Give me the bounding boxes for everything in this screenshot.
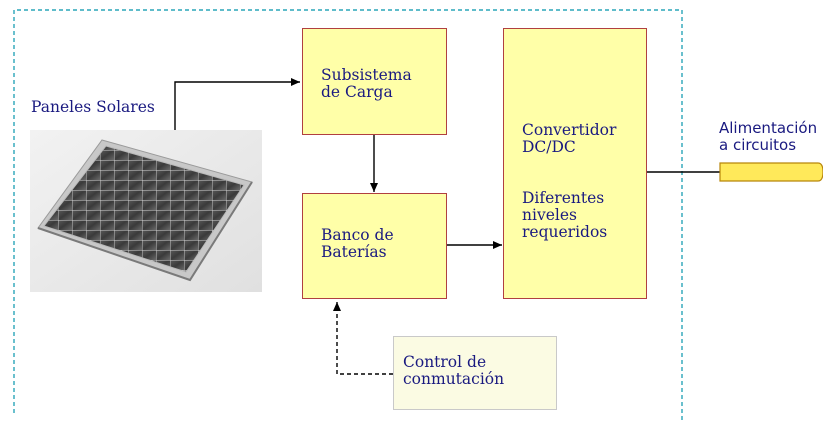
- dcdc-converter-block: Convertidor DC/DC Diferentes niveles req…: [503, 28, 647, 299]
- converter-subtitle: Diferentes niveles requeridos: [522, 189, 608, 241]
- battery-bank-block: Banco de Baterías: [302, 193, 447, 299]
- solar-panels-label: Paneles Solares: [31, 98, 155, 116]
- converter-title: Convertidor DC/DC: [522, 121, 617, 156]
- circuit-supply-label: Alimentación a circuitos: [719, 119, 818, 154]
- switching-control-label: Control de conmutación: [403, 353, 505, 388]
- solar-panel-photo: [30, 130, 262, 292]
- edge-panels-to-charge: [174, 78, 300, 140]
- charge-subsystem-block: Subsistema de Carga: [302, 28, 447, 135]
- battery-bank-label: Banco de Baterías: [321, 226, 394, 261]
- switching-control-block: Control de conmutación: [393, 336, 557, 410]
- edge-control-to-battery: [333, 302, 393, 375]
- output-plug-icon: [719, 162, 823, 182]
- system-boundary: [13, 9, 683, 420]
- charge-subsystem-label: Subsistema de Carga: [321, 66, 412, 101]
